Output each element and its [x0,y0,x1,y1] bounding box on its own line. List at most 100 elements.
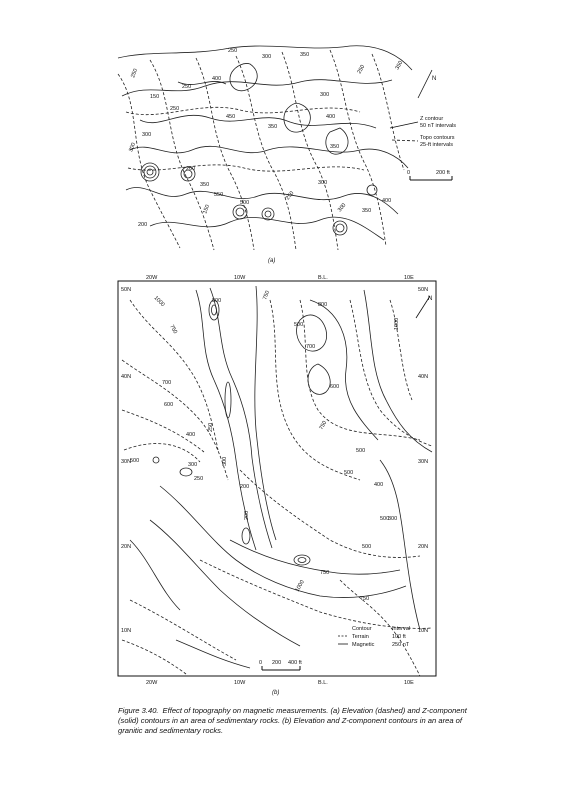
figure-a-legend: N Z contour 50 nT intervals Topo contour… [389,69,456,181]
figure-a-contour-label: 250 [182,84,191,90]
figure-a-contour-label: 300 [262,54,271,60]
figure-b-contour-label: 750 [360,596,369,602]
figure-a-contour-label: 300 [320,92,329,98]
figure-b-top-label-20w: 20W [146,275,158,281]
figure-a-contour-label: 250 [285,190,296,201]
figure-a-contour-label: 350 [395,60,405,71]
figure-b-north-label: N [428,296,432,302]
figure-a-panel-label: (a) [268,258,275,264]
figure-a-contour-label: 300 [337,202,348,213]
figure-b-left-label-20n: 20N [121,544,131,550]
figure-b-contour-label: 800 [318,302,327,308]
figure-a-contour-label: 200 [138,222,147,228]
figure-b-scale-end: 400 ft [288,660,302,666]
figure-b-edge-labels: 20W 10W B.L. 10E 20W 10W B.L. 10E 50N 40… [121,275,428,686]
figure-b-contour-label: 700 [162,380,171,386]
figure-b-contour-label: 250 [194,476,203,482]
figure-b-right-label-50n: 50N [418,287,428,293]
figure-a-contour-label: 350 [268,124,277,130]
figure-a-contour-label: 400 [326,114,335,120]
figure-b-top-label-10e: 10E [404,275,414,281]
figure-b-contour-label: 300 [188,462,197,468]
figure-a-contour-label: 300 [142,132,151,138]
figure-b-legend-header-interval: Interval [392,626,410,632]
figure-b-legend-magnetic-name: Magnetic [352,642,375,648]
figure-a-contour-label: 300 [128,142,137,153]
figure-a-magnetic-contours [117,45,413,241]
figure-b-right-label-10n: 10N [418,628,428,634]
figure-b-bottom-label-20w: 20W [146,680,158,686]
figure-a-north-arrow [417,69,433,99]
figure-a-contour-label: 250 [357,64,367,75]
figure-caption-text: Effect of topography on magnetic measure… [118,706,467,735]
figure-a-contour-label: 300 [318,180,327,186]
figure-b-top-label-10w: 10W [234,275,246,281]
figure-b-north-arrow [415,295,431,319]
figure-b-contour-label: 500 [344,470,353,476]
figure-b-contour-label: 1000 [295,579,306,593]
figure-b-contour-label: 200 [244,511,250,520]
figure-b-contour-label: 400 [374,482,383,488]
figure-b-contour-label: 500 [356,448,365,454]
figure-b-scale-zero: 0 [259,660,262,666]
figure-a [117,45,413,251]
figure-a-contour-label: 250 [170,106,179,112]
figure-b-left-label-50n: 50N [121,287,131,293]
figure-a-legend-topo-interval: 25-ft intervals [420,142,453,148]
figure-a-contour-label: 550 [214,192,223,198]
figure-a-contour-label: 350 [300,52,309,58]
figure-b-frame [117,280,437,677]
figure-b-legend-terrain-name: Terrain [352,634,369,640]
figure-b-legend-terrain-value: 100 ft [392,634,406,640]
figure-b-bottom-label-10w: 10W [234,680,246,686]
figure-b-contour-label: 500 [380,516,389,522]
figure-b-contour-label: 750 [168,324,178,335]
figure-b-contour-label: 750 [320,570,329,576]
figure-a-legend-topo-line [391,139,419,142]
figure-b-anomaly-rings [152,299,311,566]
figure-a-contour-label: 450 [226,114,235,120]
figure-caption: Figure 3.40.Effect of topography on magn… [118,706,478,736]
figure-b-legend-header-contour: Contour [352,626,372,632]
figure-b-contour-label: 1000 [153,295,166,308]
figure-b-right-label-30n: 30N [418,459,428,465]
figure-b-terrain-contours [121,299,433,677]
figure-a-contour-label: 350 [200,182,209,188]
figure-a-contour-label: 350 [362,208,371,214]
figure-a-contour-label: 150 [202,204,211,215]
figure-a-contour-label: 350 [330,144,339,150]
figure-a-legend-z-interval: 50 nT intervals [420,123,456,129]
figure-b-scale-mid: 200 [272,660,281,666]
figure-b-right-label-20n: 20N [418,544,428,550]
figure-a-north-label: N [432,76,436,82]
figure-b-contour-label: 500 [130,458,139,464]
figure-b-contour-label: 300 [222,457,228,466]
figure-a-contour-label: 400 [212,76,221,82]
figure-b-contour-label: 500 [362,544,371,550]
figure-a-legend-topo-contour: Topo contours [420,135,455,141]
figure-caption-label: Figure 3.40. [118,706,159,715]
figure-a-contour-label: 250 [130,68,139,79]
figure-b-left-label-10n: 10N [121,628,131,634]
figure-a-contour-label: 250 [228,48,237,54]
figure-b-contour-label: 250 [208,423,214,432]
figure-a-contour-labels: 250 300 350 300 250 400 450 350 400 350 200 350 550 5… [128,48,404,228]
figure-a-contour-label: 500 [240,200,249,206]
figure-a-scale-end: 200 ft [436,170,450,176]
figure-a-topo-contours [117,49,405,251]
figure-b-legend: N Contour Interval Terrain 100 ft Magnet… [259,295,432,671]
figure-b-contour-label: 600 [330,384,339,390]
figure-b-left-label-30n: 30N [121,459,131,465]
figure-b-bottom-label-10e: 10E [404,680,414,686]
figure-a-scale-zero: 0 [407,170,410,176]
figure-a-contour-label: 150 [150,94,159,100]
figure-b-contour-label: 700 [306,344,315,350]
figure-b-contour-label: 500 [294,322,303,328]
figure-a-legend-z-line [389,121,419,129]
figure-b-contour-label: 750 [262,290,271,301]
figure-a-legend-z-contour: Z contour [420,116,443,122]
figure-a-contour-label: 400 [382,198,391,204]
figure-b-legend-magnetic-value: 250 nT [392,642,410,648]
